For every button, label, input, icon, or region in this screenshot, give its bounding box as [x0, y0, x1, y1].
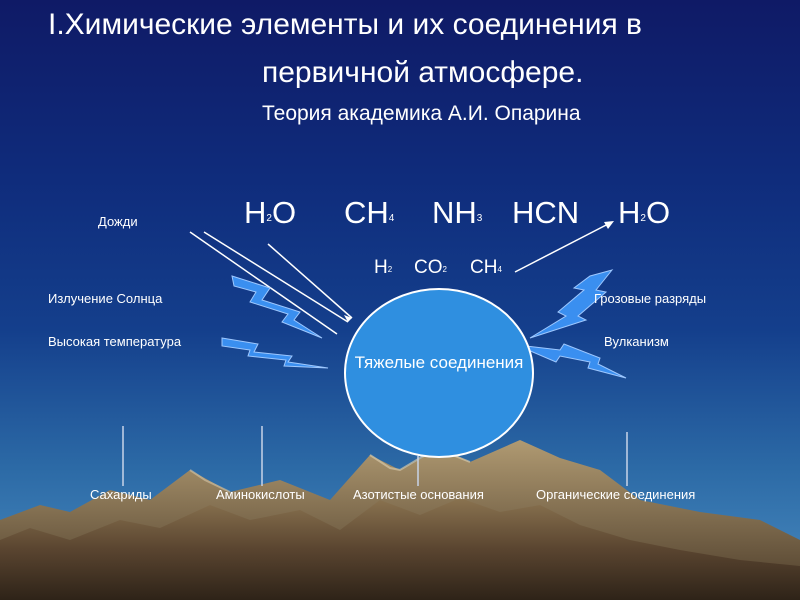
rain-arrows — [189, 231, 353, 335]
heavy-compounds-circle — [344, 288, 534, 458]
product-amino-acids: Аминокислоты — [216, 487, 305, 502]
arrow-to-h2o — [514, 221, 613, 273]
lightning-volcanism — [525, 343, 627, 379]
arrow-to-h2o-head — [604, 221, 614, 229]
formula-nh3: NH3 — [432, 195, 483, 230]
lightning-thunderstorm — [529, 269, 614, 339]
formula-h2: H2 — [374, 257, 393, 278]
label-volcanism: Вулканизм — [604, 334, 669, 349]
lightning-temperature — [221, 337, 329, 369]
formula-co2: CO2 — [414, 257, 447, 278]
label-high-temperature: Высокая температура — [48, 334, 182, 349]
mountain-ridge-highlight-2 — [189, 469, 231, 493]
heavy-compounds-label: Тяжелые соединения — [354, 353, 524, 372]
formula-h2o-2: H2O — [618, 195, 671, 230]
formula-h2o-1: H2O — [244, 195, 297, 230]
product-nitrogen-bases: Азотистые основания — [353, 487, 484, 502]
subtitle: Теория академика А.И. Опарина — [262, 102, 581, 125]
label-thunderstorms: Грозовые разряды — [594, 291, 707, 306]
formula-hcn: HCN — [512, 195, 580, 230]
title-line-1: I.Химические элементы и их соединения в — [48, 8, 642, 41]
title-line-2: первичной атмосфере. — [262, 56, 584, 89]
formula-ch4: CH4 — [344, 195, 395, 230]
mountains-front — [0, 498, 800, 600]
formula-ch4-small: CH4 — [470, 257, 502, 278]
rain-arrowhead — [344, 315, 352, 322]
label-rain: Дожди — [98, 214, 138, 229]
product-organic-compounds: Органические соединения — [536, 487, 696, 502]
product-saccharides: Сахариды — [90, 487, 152, 502]
label-sun-radiation: Излучение Солнца — [48, 291, 163, 306]
lightning-sun — [231, 275, 323, 339]
